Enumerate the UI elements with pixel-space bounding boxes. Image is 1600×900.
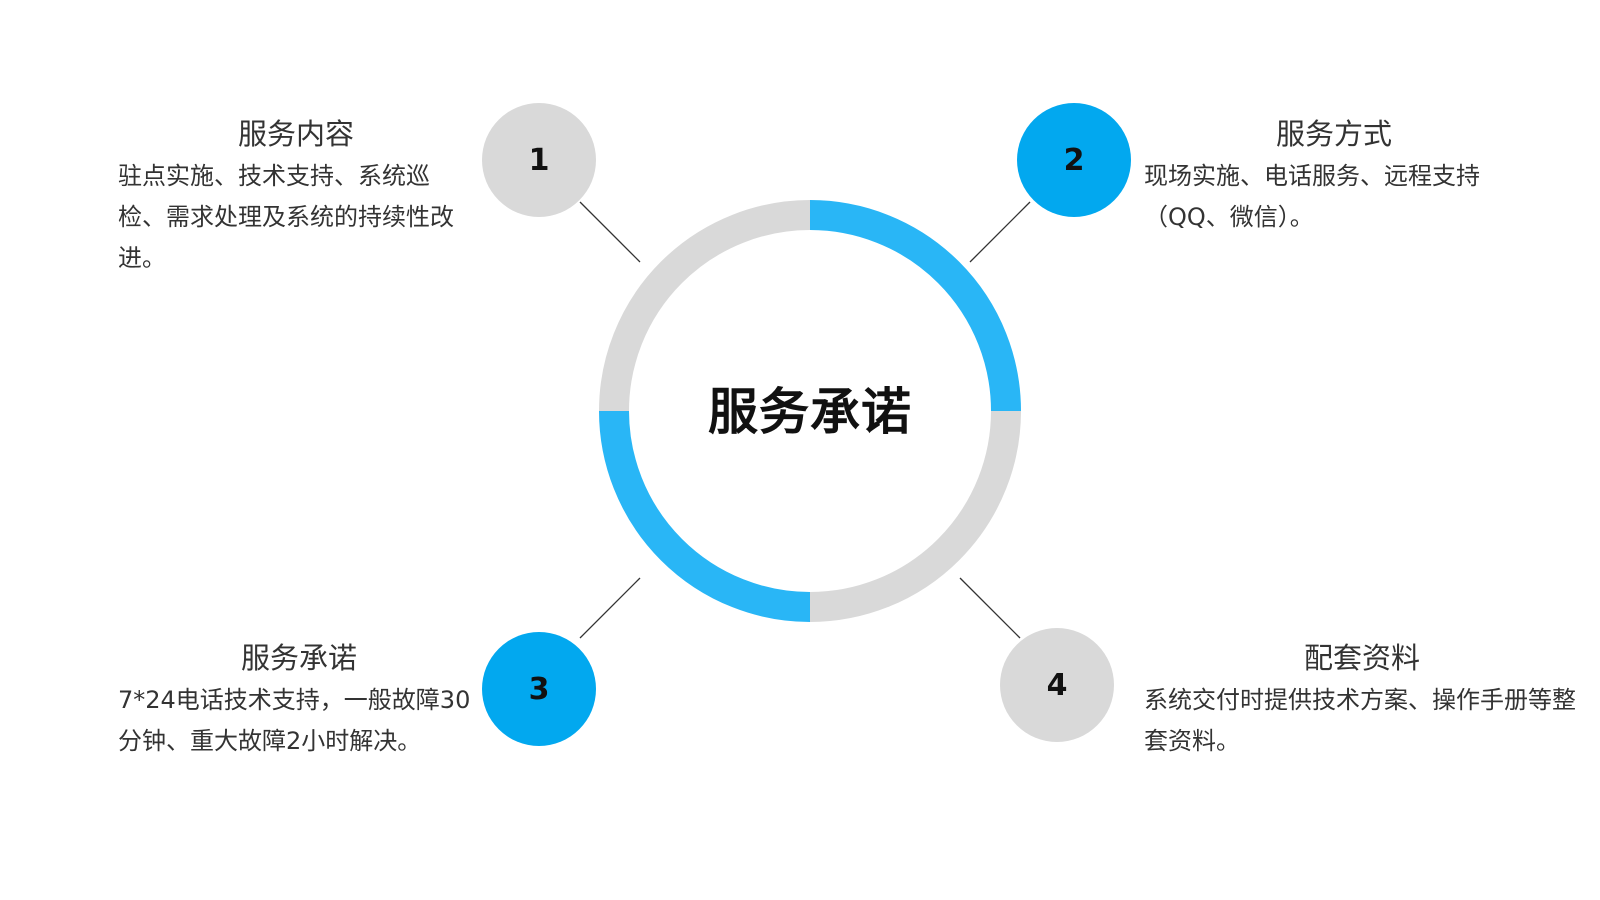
supporting-materials-block: 配套资料 系统交付时提供技术方案、操作手册等整套资料。	[1144, 638, 1580, 762]
service-method-title: 服务方式	[1275, 117, 1392, 151]
connector-line-4	[959, 577, 1021, 639]
service-promise-description: 7*24电话技术支持，一般故障30分钟、重大故障2小时解决。	[118, 686, 471, 755]
connector-line-1	[579, 201, 641, 263]
ring-segment-top-right	[809, 200, 1021, 412]
service-content-block: 服务内容 驻点实施、技术支持、系统巡检、需求处理及系统的持续性改进。	[118, 114, 474, 279]
connector-line-3	[579, 577, 641, 639]
step-badge-3: 3	[482, 632, 596, 746]
service-content-title: 服务内容	[237, 117, 354, 151]
service-method-description: 现场实施、电话服务、远程支持（QQ、微信）。	[1144, 162, 1480, 231]
center-title: 服务承诺	[708, 383, 912, 441]
step-badge-1: 1	[482, 103, 596, 217]
ring-segment-bottom-left	[599, 410, 811, 622]
service-method-block: 服务方式 现场实施、电话服务、远程支持（QQ、微信）。	[1144, 114, 1524, 238]
service-promise-block: 服务承诺 7*24电话技术支持，一般故障30分钟、重大故障2小时解决。	[118, 638, 480, 762]
supporting-materials-title: 配套资料	[1303, 641, 1420, 675]
connector-line-2	[969, 201, 1031, 263]
step-badge-2: 2	[1017, 103, 1131, 217]
service-content-description: 驻点实施、技术支持、系统巡检、需求处理及系统的持续性改进。	[118, 162, 454, 272]
ring-segment-top-left	[599, 200, 811, 412]
supporting-materials-description: 系统交付时提供技术方案、操作手册等整套资料。	[1144, 686, 1576, 755]
service-promise-title: 服务承诺	[240, 641, 357, 675]
step-badge-4: 4	[1000, 628, 1114, 742]
ring-segment-bottom-right	[809, 410, 1021, 622]
